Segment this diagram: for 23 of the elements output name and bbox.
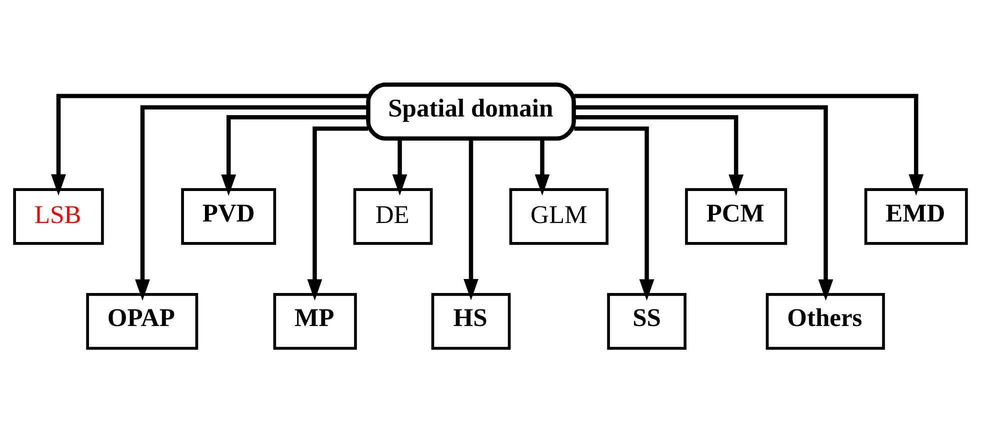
node-box: Spatial domain xyxy=(366,82,576,140)
node-box: EMD xyxy=(864,188,968,244)
node-box: LSB xyxy=(13,188,104,244)
node-box: MP xyxy=(273,292,357,350)
arrow xyxy=(135,104,368,300)
arrow xyxy=(307,126,368,300)
arrow xyxy=(392,138,408,196)
node-box: PVD xyxy=(181,188,276,244)
arrow xyxy=(534,138,550,196)
arrow xyxy=(574,126,654,300)
node-box: HS xyxy=(431,292,511,350)
arrow xyxy=(574,114,744,196)
node-box: OPAP xyxy=(86,292,198,350)
node-box: Others xyxy=(766,292,885,350)
node-box: PCM xyxy=(685,188,788,244)
arrow xyxy=(221,114,368,196)
node-box: DE xyxy=(353,188,433,244)
arrow xyxy=(51,93,368,196)
node-box: SS xyxy=(607,292,686,350)
arrow xyxy=(464,138,478,300)
arrow xyxy=(574,93,924,196)
arrow xyxy=(574,104,834,300)
node-box: GLM xyxy=(509,188,608,244)
